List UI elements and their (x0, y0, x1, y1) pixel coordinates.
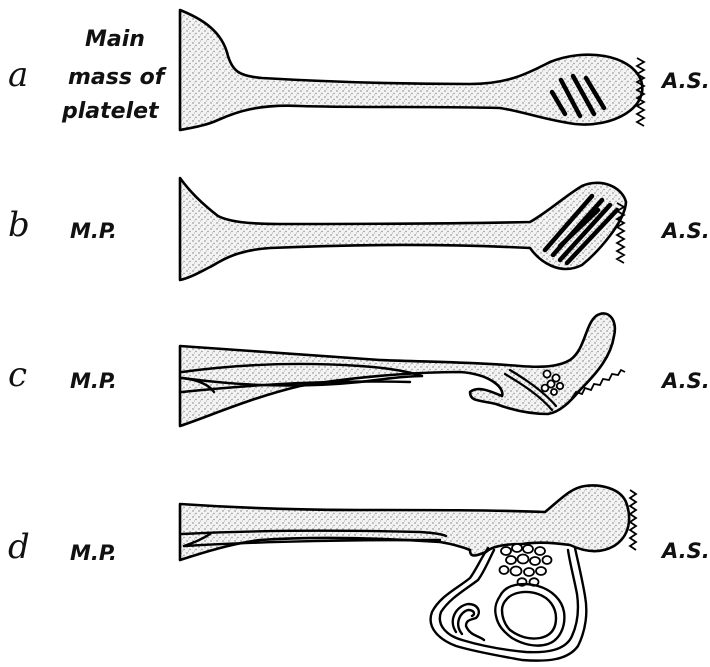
row-letter-c: c (8, 355, 27, 395)
row-c: c M.P. A.S. (8, 313, 710, 426)
pseudopod-a (180, 10, 642, 130)
main-mass-label-c: M.P. (70, 369, 117, 393)
main-mass-label-line-2: mass of (68, 65, 167, 90)
adhesion-site-d (630, 490, 636, 550)
row-letter-a: a (8, 55, 28, 95)
main-mass-label-b: M.P. (70, 219, 117, 243)
granule-cluster-d (500, 544, 552, 586)
adhesion-site-label-b: A.S. (660, 219, 710, 243)
membrane-bleb-d (431, 548, 587, 661)
row-letter-b: b (8, 205, 30, 245)
main-mass-label-d: M.P. (70, 541, 117, 565)
main-mass-label-line-3: platelet (61, 99, 160, 124)
main-mass-label-line-1: Main (85, 27, 145, 52)
adhesion-site-label-a: A.S. (660, 69, 710, 93)
adhesion-site-label-c: A.S. (660, 369, 710, 393)
row-d: d M.P. A.S. (8, 486, 710, 661)
pseudopod-d (180, 486, 629, 560)
pseudopod-b (180, 178, 626, 280)
adhesion-site-label-d: A.S. (660, 539, 710, 563)
row-b: b M.P. A.S. (8, 178, 710, 280)
row-letter-d: d (8, 527, 30, 567)
row-a: a Main mass of platelet A.S. (8, 10, 710, 130)
